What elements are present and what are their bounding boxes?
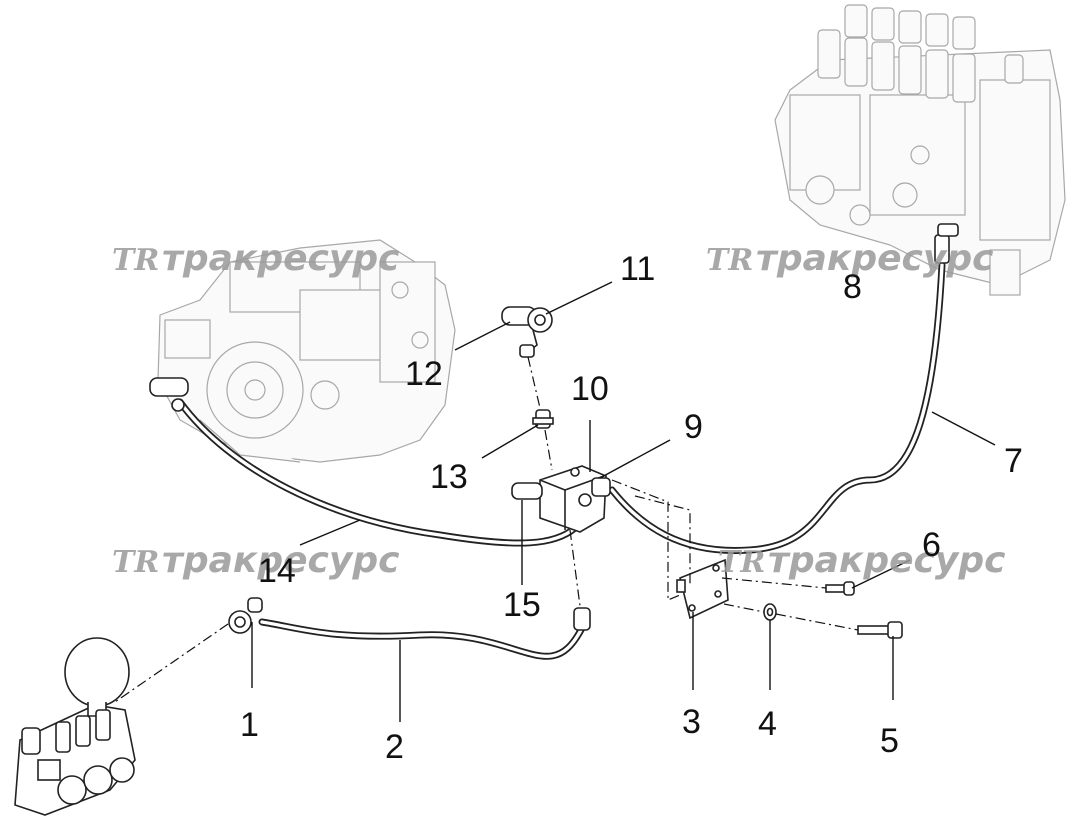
callout-8: 8	[843, 268, 862, 306]
watermark-3: TR тракресурс	[112, 540, 399, 581]
watermark-1: TR тракресурс	[112, 238, 399, 279]
watermark-4: TR тракресурс	[718, 540, 1005, 581]
watermark-text: тракресурс	[162, 238, 399, 279]
leader-lines	[251, 281, 996, 722]
watermark-text: тракресурс	[162, 540, 399, 581]
callout-13: 13	[430, 458, 468, 496]
bolt-6	[825, 581, 855, 596]
watermark-text: тракресурс	[756, 238, 993, 279]
control-valve-bank-drawing	[774, 4, 1066, 296]
watermark-logo: TR	[112, 243, 159, 278]
fitting-11-12	[501, 306, 553, 358]
watermark-logo: TR	[706, 243, 753, 278]
watermark-text: тракресурс	[768, 540, 1005, 581]
hose-7	[608, 223, 959, 555]
callout-7: 7	[1004, 442, 1023, 480]
callout-4: 4	[758, 705, 777, 743]
watermark-2: TR тракресурс	[706, 238, 993, 279]
callout-11: 11	[620, 250, 655, 288]
valve-block-15	[511, 465, 611, 533]
bracket-3	[676, 558, 729, 620]
callout-12: 12	[405, 355, 443, 393]
hose-2	[228, 597, 591, 660]
bolt-5	[857, 621, 903, 639]
hose-14	[149, 377, 579, 547]
callout-6: 6	[922, 526, 941, 564]
callout-5: 5	[880, 722, 899, 760]
callout-9: 9	[684, 408, 703, 446]
washer-4	[763, 603, 777, 621]
callout-1: 1	[240, 706, 259, 744]
valve-spool-caps	[817, 4, 1024, 103]
callout-3: 3	[682, 703, 701, 741]
callout-10: 10	[571, 370, 609, 408]
hydraulic-pump-drawing	[157, 239, 456, 463]
watermark-logo: TR	[112, 545, 159, 580]
callout-15: 15	[503, 586, 541, 624]
adapter-13	[532, 409, 554, 429]
assembly-lines	[114, 356, 859, 703]
callout-14: 14	[258, 552, 296, 590]
watermark-logo: TR	[718, 545, 765, 580]
callout-2: 2	[385, 728, 404, 766]
accumulator-block-drawing	[14, 637, 136, 816]
callout-labels: 1 2 3 4 5 6 7 8 9 10 11 12 13 14 15	[240, 250, 1023, 766]
